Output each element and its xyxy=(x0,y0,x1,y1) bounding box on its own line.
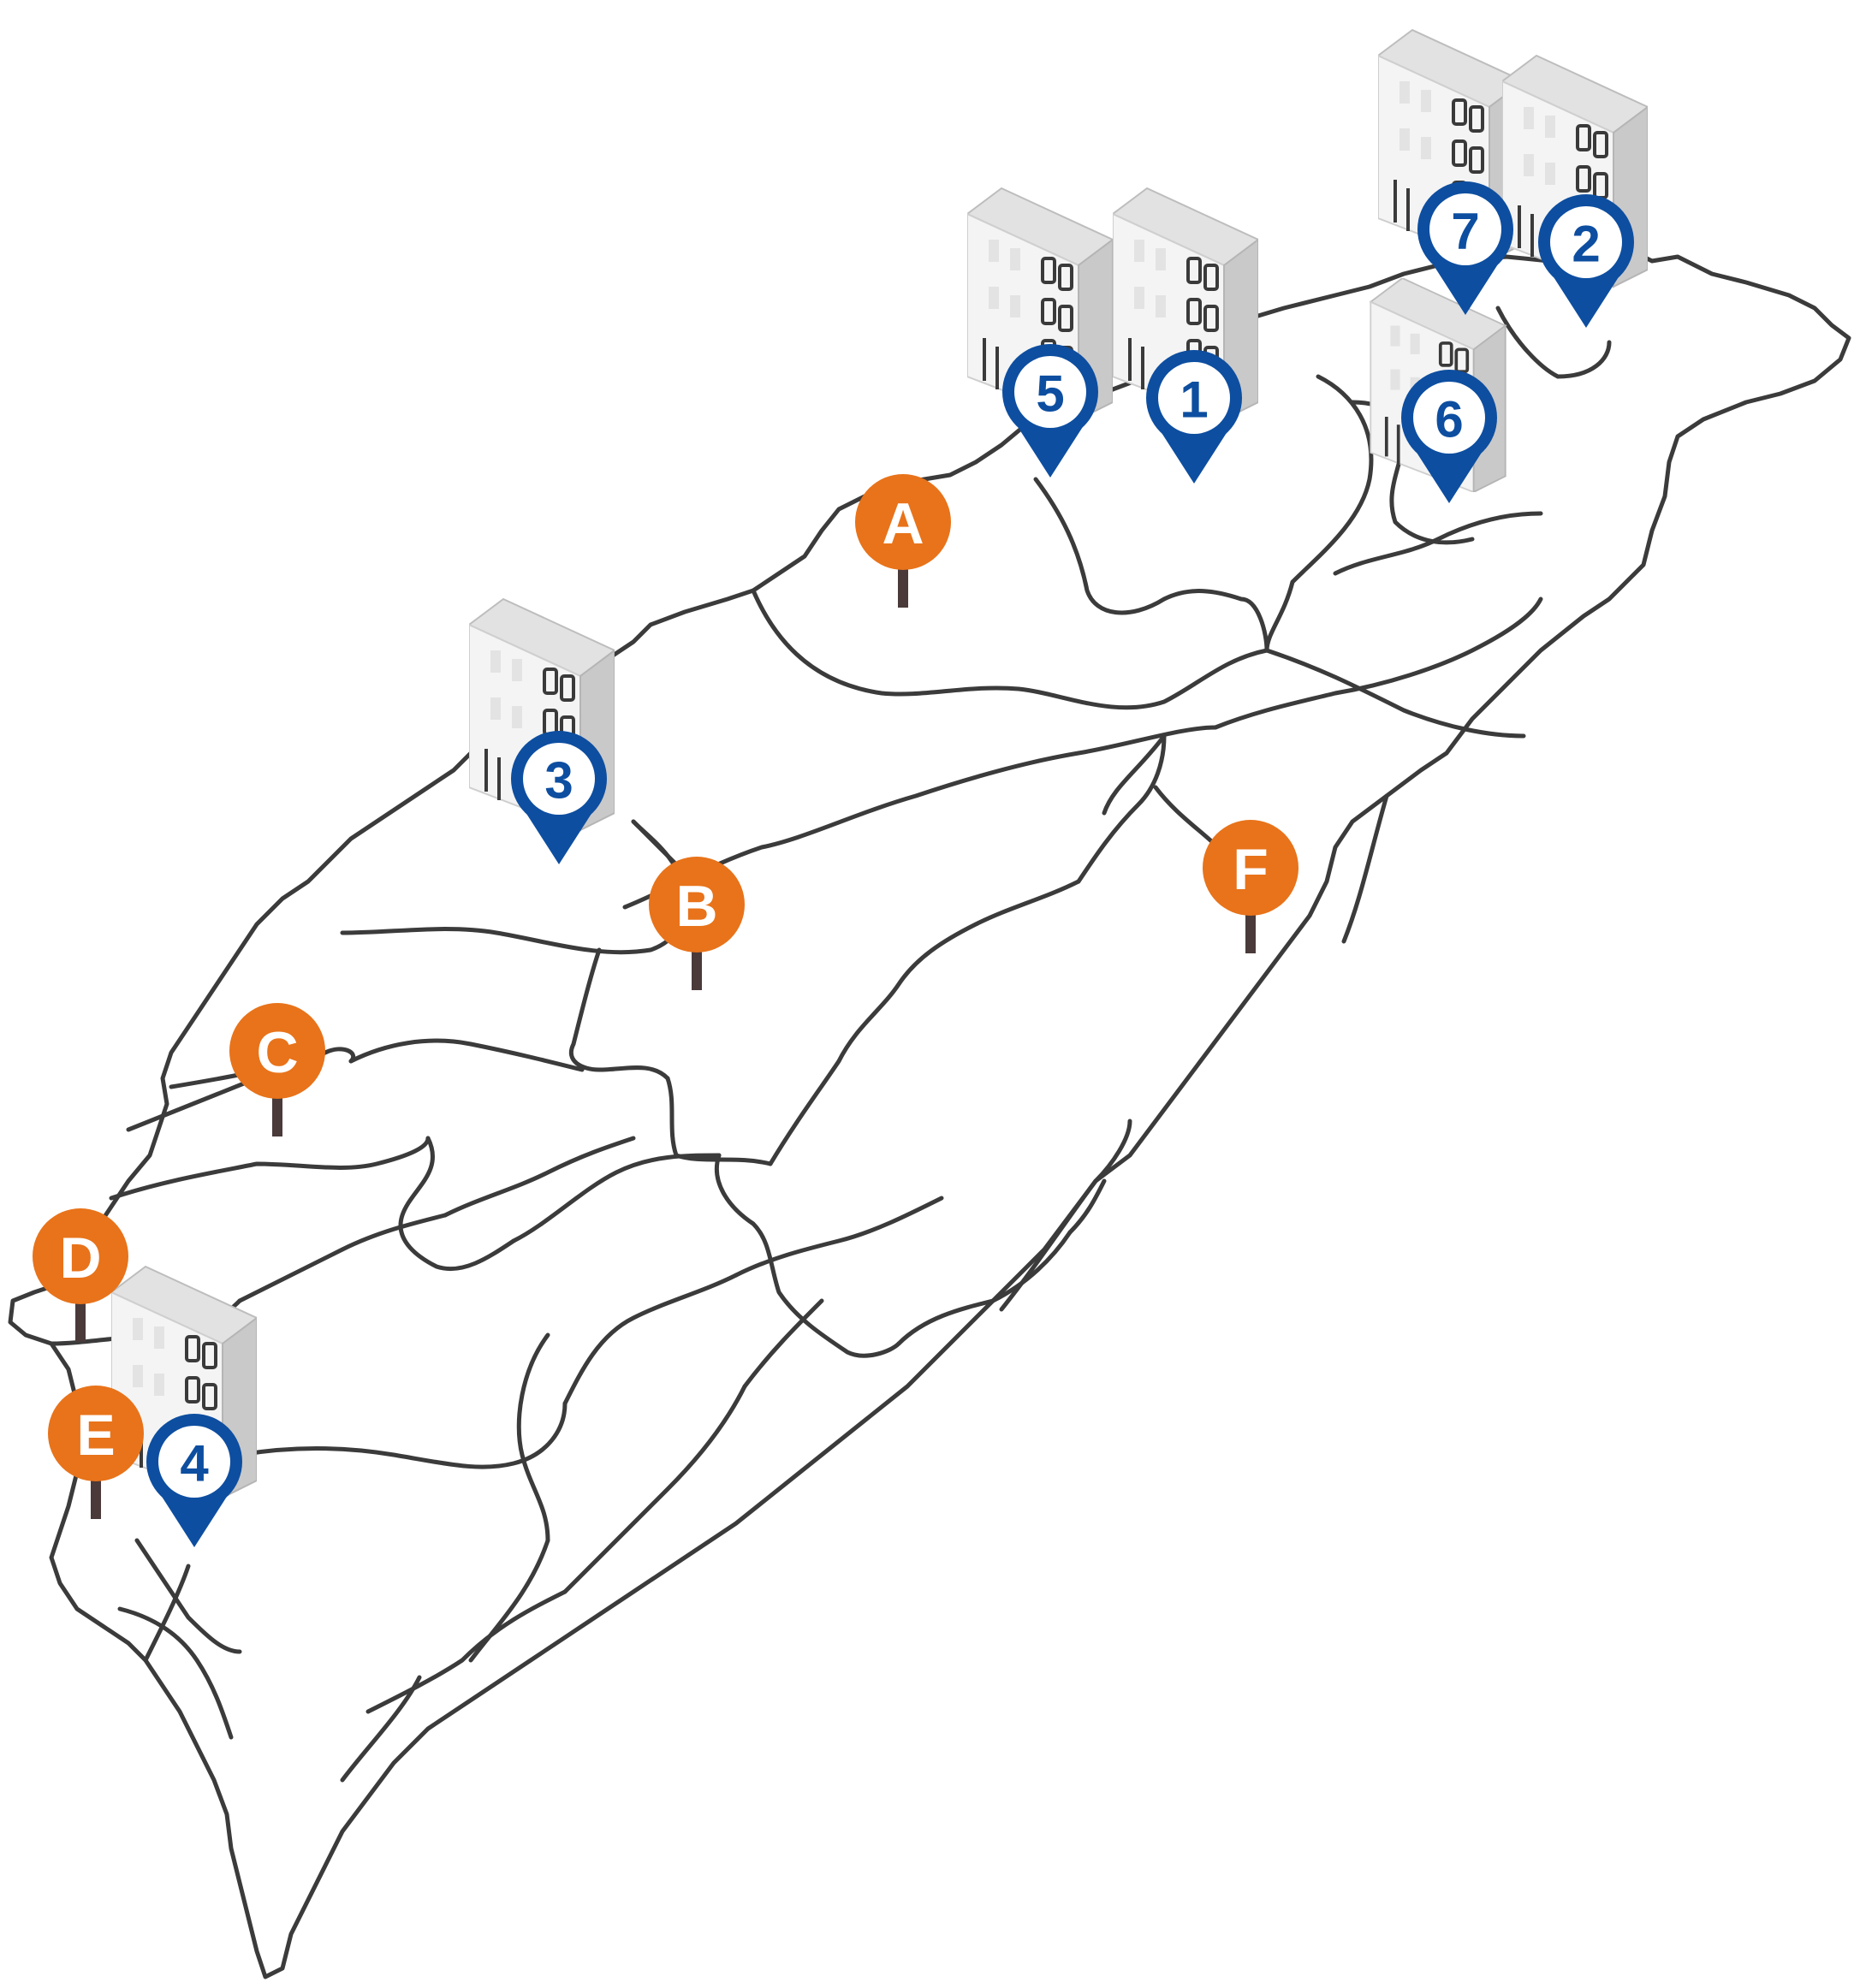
site-pin-label: 5 xyxy=(1036,365,1064,423)
marker-stem xyxy=(272,1089,282,1136)
site-pin-label: 6 xyxy=(1435,391,1463,448)
site-pin-6[interactable]: 6 xyxy=(1401,370,1497,503)
round-marker-icon xyxy=(1203,820,1298,916)
site-pin-7[interactable]: 7 xyxy=(1417,181,1513,315)
site-pin-layer: 1 2 3 4 5 6 7 xyxy=(146,181,1634,1547)
location-marker-layer: A B C D E F xyxy=(33,474,1298,1519)
pin-face xyxy=(1014,356,1086,428)
site-pin-label: 3 xyxy=(544,752,573,810)
round-marker-icon xyxy=(649,857,745,952)
location-marker-d[interactable]: D xyxy=(33,1208,128,1342)
location-marker-a[interactable]: A xyxy=(855,474,951,608)
site-pin-label: 4 xyxy=(180,1435,209,1492)
marker-stem xyxy=(75,1295,86,1342)
location-marker-label: F xyxy=(1233,837,1269,902)
site-pin-label: 1 xyxy=(1180,371,1208,429)
round-marker-icon xyxy=(229,1003,325,1099)
location-marker-label: C xyxy=(256,1020,298,1085)
marker-stem xyxy=(692,943,702,990)
location-marker-e[interactable]: E xyxy=(48,1386,144,1519)
marker-stem xyxy=(898,561,908,608)
location-marker-label: D xyxy=(59,1225,101,1291)
location-marker-f[interactable]: F xyxy=(1203,820,1298,953)
site-pin-label: 2 xyxy=(1572,216,1600,273)
pin-face xyxy=(1413,382,1485,454)
location-marker-c[interactable]: C xyxy=(229,1003,325,1136)
site-pin-2[interactable]: 2 xyxy=(1538,194,1634,328)
site-pin-label: 7 xyxy=(1451,203,1479,260)
round-marker-icon xyxy=(33,1208,128,1304)
pin-face xyxy=(158,1426,230,1498)
marker-stem xyxy=(91,1472,101,1519)
map-land xyxy=(8,246,1851,1979)
location-marker-b[interactable]: B xyxy=(649,857,745,990)
region-borders xyxy=(49,306,1612,1783)
location-marker-label: B xyxy=(675,874,717,939)
site-pin-4[interactable]: 4 xyxy=(146,1414,242,1547)
marker-stem xyxy=(1245,906,1256,953)
site-pin-3[interactable]: 3 xyxy=(511,731,607,864)
pin-face xyxy=(523,743,595,815)
pin-face xyxy=(1158,362,1230,434)
pin-face xyxy=(1429,193,1501,265)
round-marker-icon xyxy=(48,1386,144,1481)
site-pin-5[interactable]: 5 xyxy=(1002,344,1098,478)
round-marker-icon xyxy=(855,474,951,570)
pin-face xyxy=(1550,206,1622,278)
location-marker-label: A xyxy=(882,491,924,556)
site-pin-1[interactable]: 1 xyxy=(1146,350,1242,484)
location-marker-label: E xyxy=(76,1403,115,1468)
